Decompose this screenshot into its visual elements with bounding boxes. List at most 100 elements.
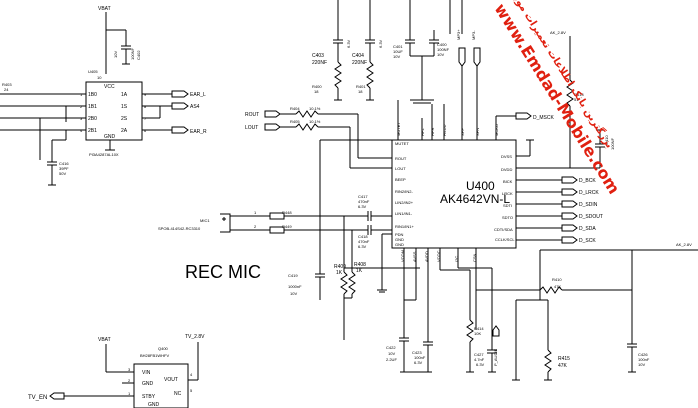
r400-body xyxy=(334,61,342,89)
u405-pin-1b1: 1B1 xyxy=(88,104,97,110)
d-sdout-port xyxy=(561,212,578,220)
u400-pin-lin2: LIN2/IN2+ xyxy=(395,200,414,205)
q400-pin-num: 5 xyxy=(190,388,193,393)
q400-pin-vin: VIN xyxy=(142,370,151,376)
c416-ref: C416 xyxy=(59,161,69,166)
c410-ref: C410 xyxy=(604,135,609,145)
u400-pin-avdd: AVDD xyxy=(424,251,429,262)
u400-left-pins: MUTET ROUT LOUT BEEP RIN2/IN2- LIN2/IN2+… xyxy=(377,141,414,293)
c400-ref: C400 xyxy=(437,42,447,47)
c416-voltage: 50V xyxy=(59,171,66,176)
c402-value: 100NF xyxy=(130,47,135,60)
c410-value: 100NF xyxy=(610,137,615,150)
u405-pin-2s: 2S xyxy=(121,116,128,122)
tv-en-port xyxy=(49,392,65,400)
d-bck-port xyxy=(561,176,578,184)
rec-mic-label: REC MIC xyxy=(185,262,261,282)
u400-ref: U400 xyxy=(466,179,495,193)
c423-voltage: 6.3V xyxy=(414,360,423,365)
q400-regulator: VBAT TV_2.8V Q400 BH28FB1WHFV 3 VIN 2 GN… xyxy=(28,334,205,408)
u400-pin-bick: BICK xyxy=(503,179,513,184)
mp3-minus-label: MP3- xyxy=(471,30,476,40)
c402-voltage: 10V xyxy=(113,51,118,58)
r405-value: 10.1% xyxy=(309,119,321,124)
r414-value: 10K xyxy=(474,331,481,336)
c404-value: 220NF xyxy=(352,60,367,66)
u400-body xyxy=(391,139,517,249)
u405-gnd: GND xyxy=(104,134,116,140)
u400-pin-rin2: RIN2/IN2- xyxy=(395,189,413,194)
d-sda-port xyxy=(561,224,578,232)
c403-voltage: 6.3V xyxy=(346,39,351,48)
mp3-plus-port xyxy=(458,47,466,67)
u400-right-pins: DVSS DVDD BICK LRCK SDTI SDTO CDTI/SDA C… xyxy=(494,154,515,242)
p-audie-label: P_AUDIE xyxy=(493,349,498,366)
r401-ref: R401 xyxy=(356,84,366,89)
mp3-minus-port xyxy=(473,47,481,67)
ak-rail-top: AK_2.8V xyxy=(550,30,566,35)
u405-ref: U405 xyxy=(88,69,98,74)
u400-pin-sdto: SDTO xyxy=(502,215,513,220)
u400-part: AK4642VN-L xyxy=(440,192,510,206)
u400-pin-hpl: HPL xyxy=(420,127,425,136)
u405-pin-1a: 1A xyxy=(121,92,128,98)
u400-top-pins: MUTET HPL HPR HVDD SPP SPN MCKO xyxy=(396,100,516,140)
q400-part: BH28FB1WHFV xyxy=(140,353,169,358)
r400-value: 18 xyxy=(314,89,319,94)
r448-body xyxy=(269,212,285,220)
r401-body xyxy=(366,61,374,89)
u400-pin-gnd2: GND xyxy=(395,242,404,247)
ear-r-label: EAR_R xyxy=(190,129,207,135)
u405-vcc: VCC xyxy=(104,84,115,90)
c417-ref: C417 xyxy=(358,194,368,199)
d-sdin-label: D_SDIN xyxy=(579,202,598,208)
u405-power-label: VBAT xyxy=(98,6,111,12)
c427-value: 4.7nF xyxy=(474,357,485,362)
mic-pin-1: 1 xyxy=(254,210,257,215)
mic1-ref: MIC1 xyxy=(200,218,210,223)
r405-ref: R405 xyxy=(290,119,300,124)
q400-pin-nc: NC xyxy=(174,391,182,397)
q400-pin-num: 3 xyxy=(128,367,131,372)
mp3-plus-label: MP3+ xyxy=(456,29,461,40)
mic-pin-2: 2 xyxy=(254,224,257,229)
u400-pin-lrck: LRCK xyxy=(502,191,513,196)
c419-ref: C419 xyxy=(288,273,298,278)
q400-pin-stby: STBY xyxy=(142,394,156,400)
r403-value: 24 xyxy=(4,87,9,92)
ak-rail-right: AK_2.8V xyxy=(676,242,692,247)
q400-pin-num: 2 xyxy=(128,378,131,383)
d-msck-port xyxy=(515,112,532,120)
u400-pin-lout: LOUT xyxy=(395,166,406,171)
u400-pin-gnd1: GND xyxy=(395,237,404,242)
u405-block: VBAT 10V 100NF C402 U405 10 VCC GND 1 1B… xyxy=(0,6,207,186)
ear-l-port xyxy=(171,90,189,98)
q400-pin-num: 1 xyxy=(128,391,131,396)
mic1-body xyxy=(220,213,231,233)
u400-pin-csn: CSN xyxy=(472,253,477,262)
c426-ref: C426 xyxy=(638,352,648,357)
r404-value: 10.1% xyxy=(309,106,321,111)
d-sck-port xyxy=(561,236,578,244)
c401-ref: C401 xyxy=(393,44,403,49)
rout-label: ROUT xyxy=(245,112,259,118)
r409-value: 1K xyxy=(336,270,343,276)
c404-voltage: 6.3V xyxy=(378,39,383,48)
p-audie-port xyxy=(492,325,500,337)
line-out-network: ROUT R404 10.1% LOUT R405 10.1% xyxy=(245,106,392,169)
d-bck-label: D_BCK xyxy=(579,178,596,184)
u400-pin-lin1: LIN1/IN1- xyxy=(395,211,413,216)
u400-pin-spn: SPN xyxy=(475,128,480,136)
codec-bottom-network: C422 10V 2.2UF C423 100nF 6.3V R414 10K … xyxy=(344,242,698,381)
as4-port xyxy=(171,102,189,110)
c422-voltage: 10V xyxy=(388,351,395,356)
u405-part: PI3A4287AL10X xyxy=(89,152,119,157)
c419-voltage: 10V xyxy=(290,291,297,296)
u405-body xyxy=(85,81,143,141)
u400-pin-vcoc: VCOC xyxy=(436,250,441,262)
d-msck-label: D_MSCK xyxy=(533,115,555,121)
c401-voltage: 10V xyxy=(393,54,400,59)
r409-ref: R409 xyxy=(334,264,346,270)
d-sda-label: D_SDA xyxy=(579,226,596,232)
